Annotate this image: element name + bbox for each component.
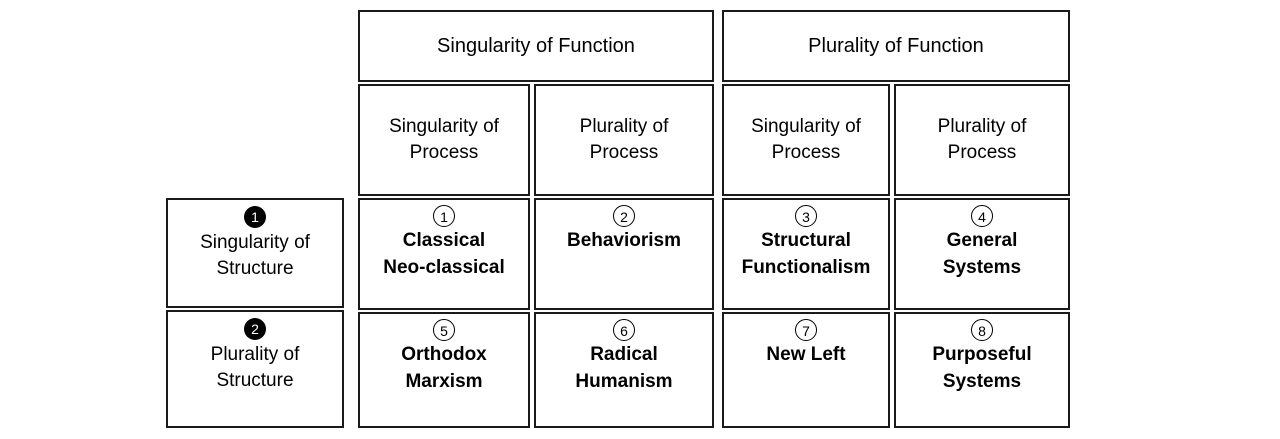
matrix-cell-5-orthodox-marxism[interactable]: 5 Orthodox Marxism — [358, 312, 530, 428]
matrix-cell-6-radical-humanism[interactable]: 6 Radical Humanism — [534, 312, 714, 428]
row-header-singularity-of-structure: 1 Singularity of Structure — [166, 198, 344, 308]
matrix-cell-2-behaviorism[interactable]: 2 Behaviorism — [534, 198, 714, 310]
cell-marker-5: 5 — [433, 319, 455, 341]
column-subheader-2-plurality-of-process: Plurality of Process — [534, 84, 714, 196]
matrix-cell-label: New Left — [766, 344, 846, 365]
cell-marker-4: 4 — [971, 205, 993, 227]
matrix-cell-label: Behaviorism — [566, 230, 682, 251]
matrix-cell-1-classical-neo-classical[interactable]: 1 Classical Neo-classical — [358, 198, 530, 310]
row-header-plurality-of-structure: 2 Plurality of Structure — [166, 310, 344, 428]
row-marker-1: 1 — [244, 206, 266, 228]
cell-marker-7: 7 — [795, 319, 817, 341]
cell-marker-8: 8 — [971, 319, 993, 341]
column-subheader-3-singularity-of-process: Singularity of Process — [722, 84, 890, 196]
column-group-header-label: Singularity of Function — [437, 35, 635, 57]
cell-marker-6: 6 — [613, 319, 635, 341]
row-header-label: Plurality of Structure — [210, 344, 300, 391]
column-group-header-plurality-of-function: Plurality of Function — [722, 10, 1070, 82]
matrix-cell-8-purposeful-systems[interactable]: 8 Purposeful Systems — [894, 312, 1070, 428]
cell-marker-1: 1 — [433, 205, 455, 227]
cell-marker-2: 2 — [613, 205, 635, 227]
column-subheader-label: Singularity of Process — [389, 116, 499, 163]
cell-marker-3: 3 — [795, 205, 817, 227]
matrix-cell-label: General Systems — [942, 230, 1022, 278]
matrix-cell-label: Structural Functionalism — [741, 230, 871, 278]
column-subheader-label: Plurality of Process — [937, 116, 1027, 163]
row-header-label: Singularity of Structure — [200, 232, 310, 279]
matrix-cell-label: Orthodox Marxism — [401, 344, 487, 392]
column-group-header-label: Plurality of Function — [808, 35, 984, 57]
matrix-cell-4-general-systems[interactable]: 4 General Systems — [894, 198, 1070, 310]
column-subheader-label: Singularity of Process — [751, 116, 861, 163]
matrix-cell-label: Radical Humanism — [575, 344, 673, 392]
column-subheader-label: Plurality of Process — [579, 116, 669, 163]
matrix-cell-3-structural-functionalism[interactable]: 3 Structural Functionalism — [722, 198, 890, 310]
matrix-cell-label: Classical Neo-classical — [383, 230, 505, 278]
row-marker-2: 2 — [244, 318, 266, 340]
column-subheader-1-singularity-of-process: Singularity of Process — [358, 84, 530, 196]
matrix-cell-7-new-left[interactable]: 7 New Left — [722, 312, 890, 428]
column-subheader-4-plurality-of-process: Plurality of Process — [894, 84, 1070, 196]
column-group-header-singularity-of-function: Singularity of Function — [358, 10, 714, 82]
matrix-cell-label: Purposeful Systems — [932, 344, 1032, 392]
